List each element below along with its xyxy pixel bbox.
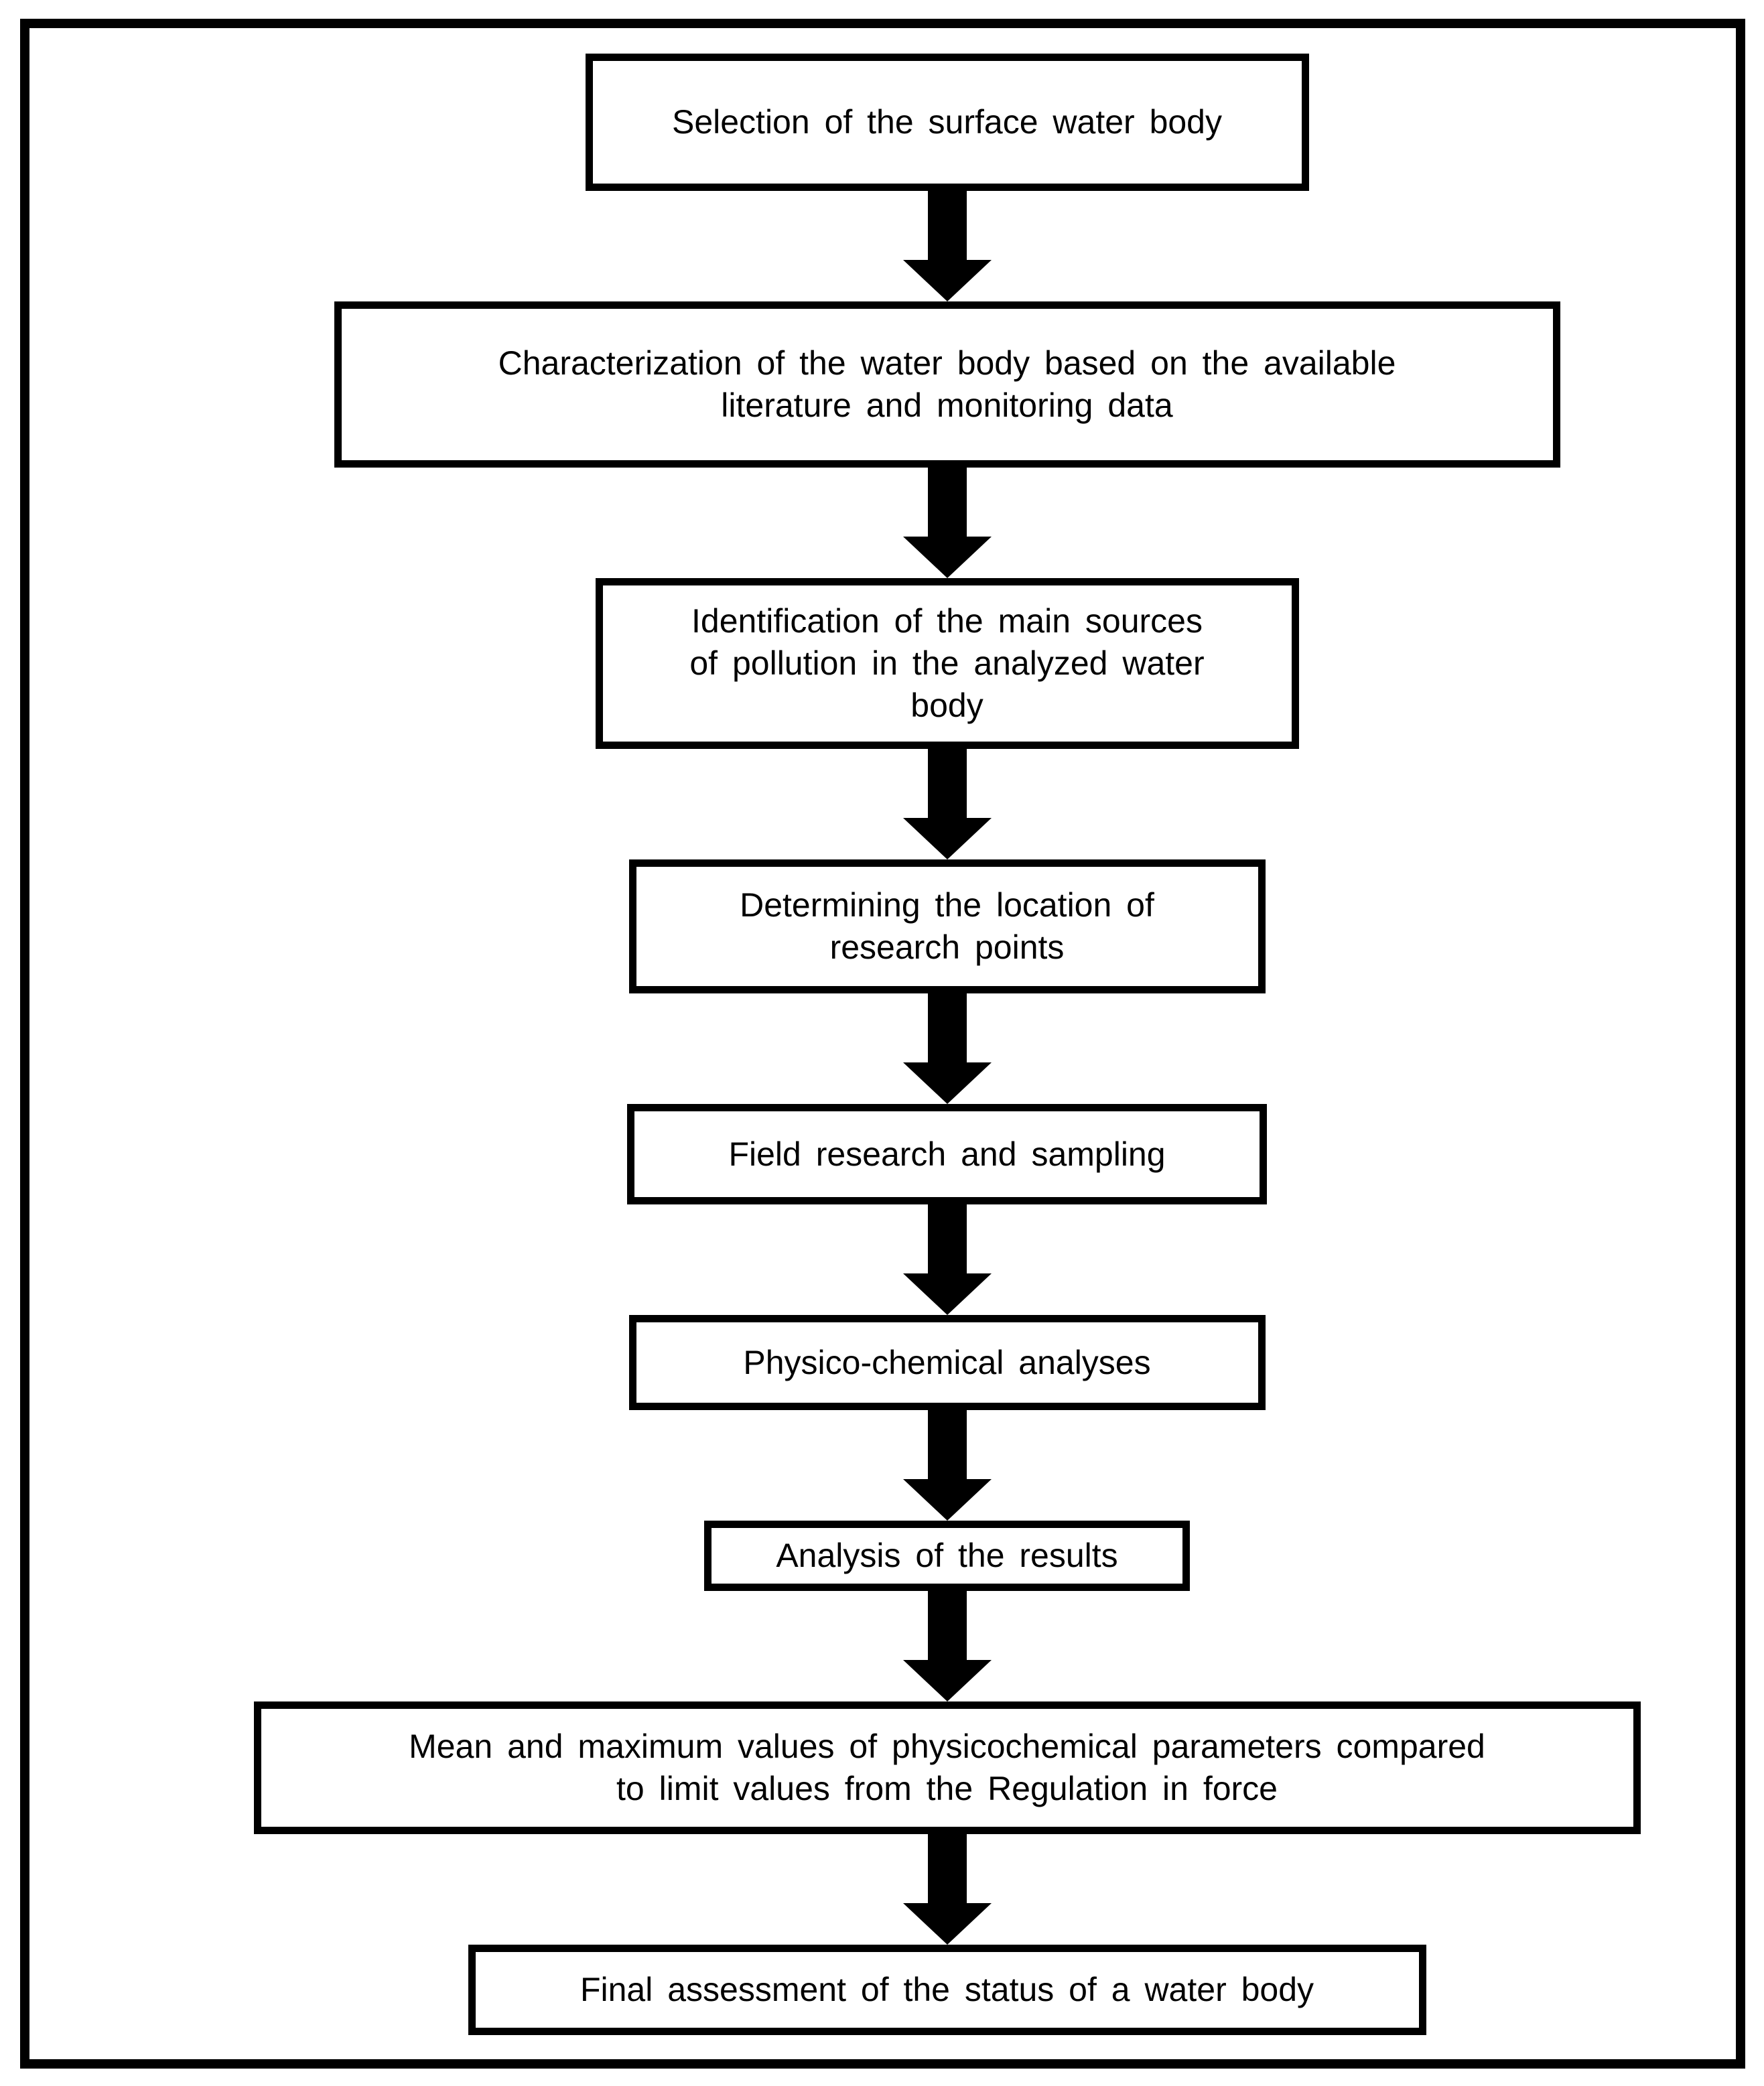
flow-step-final-assessment: Final assessment of the status of a wate… — [468, 1945, 1426, 2035]
down-arrow-icon — [902, 1834, 992, 1945]
flow-step-characterization: Characterization of the water body based… — [334, 301, 1560, 468]
arrow-shaft — [927, 1410, 967, 1479]
arrow-shaft — [927, 468, 967, 537]
arrow-head — [902, 537, 992, 578]
step-text-line: Final assessment of the status of a wate… — [580, 1971, 1314, 2008]
diagram-border — [20, 19, 1745, 2069]
step-text-line: Mean and maximum values of physicochemic… — [409, 1728, 1485, 1765]
arrow-shaft — [927, 1591, 967, 1660]
down-arrow-icon — [902, 191, 992, 301]
flow-step-values-comparison: Mean and maximum values of physicochemic… — [253, 1701, 1641, 1834]
arrow-head — [902, 1660, 992, 1701]
flow-step-results-analysis: Analysis of the results — [704, 1521, 1190, 1591]
arrow-shaft — [927, 749, 967, 818]
step-text-line: Physico-chemical analyses — [743, 1343, 1151, 1381]
step-text-line: body — [910, 687, 983, 724]
arrow-shaft — [927, 993, 967, 1062]
down-arrow-icon — [902, 993, 992, 1104]
arrow-head — [902, 1062, 992, 1104]
step-text-line: Selection of the surface water body — [671, 103, 1222, 141]
flow-step-pollution-sources: Identification of the main sources of po… — [595, 578, 1299, 749]
step-text-line: Characterization of the water body based… — [498, 344, 1396, 382]
flow-step-field-research-sampling: Field research and sampling — [627, 1104, 1267, 1204]
arrow-head — [902, 1479, 992, 1521]
arrow-head — [902, 260, 992, 301]
arrow-shaft — [927, 191, 967, 260]
arrow-head — [902, 1273, 992, 1315]
flow-step-research-points-location: Determining the location of research poi… — [628, 859, 1266, 993]
down-arrow-icon — [902, 1591, 992, 1701]
flow-step-physico-chemical-analyses: Physico-chemical analyses — [628, 1315, 1266, 1410]
step-text-line: literature and monitoring data — [721, 387, 1173, 424]
arrow-shaft — [927, 1204, 967, 1273]
down-arrow-icon — [902, 468, 992, 578]
step-text-line: Identification of the main sources — [691, 602, 1203, 640]
arrow-head — [902, 1903, 992, 1945]
step-text-line: research points — [829, 928, 1065, 966]
down-arrow-icon — [902, 749, 992, 859]
down-arrow-icon — [902, 1410, 992, 1521]
arrow-head — [902, 818, 992, 859]
flow-column: Selection of the surface water body Char… — [65, 28, 1764, 2035]
step-text-line: Determining the location of — [740, 886, 1154, 924]
step-text-line: Analysis of the results — [776, 1537, 1118, 1574]
down-arrow-icon — [902, 1204, 992, 1315]
step-text-line: of pollution in the analyzed water — [689, 644, 1205, 682]
flow-step-selection: Selection of the surface water body — [585, 54, 1309, 191]
step-text-line: to limit values from the Regulation in f… — [616, 1770, 1278, 1807]
step-text-line: Field research and sampling — [728, 1135, 1166, 1173]
arrow-shaft — [927, 1834, 967, 1903]
